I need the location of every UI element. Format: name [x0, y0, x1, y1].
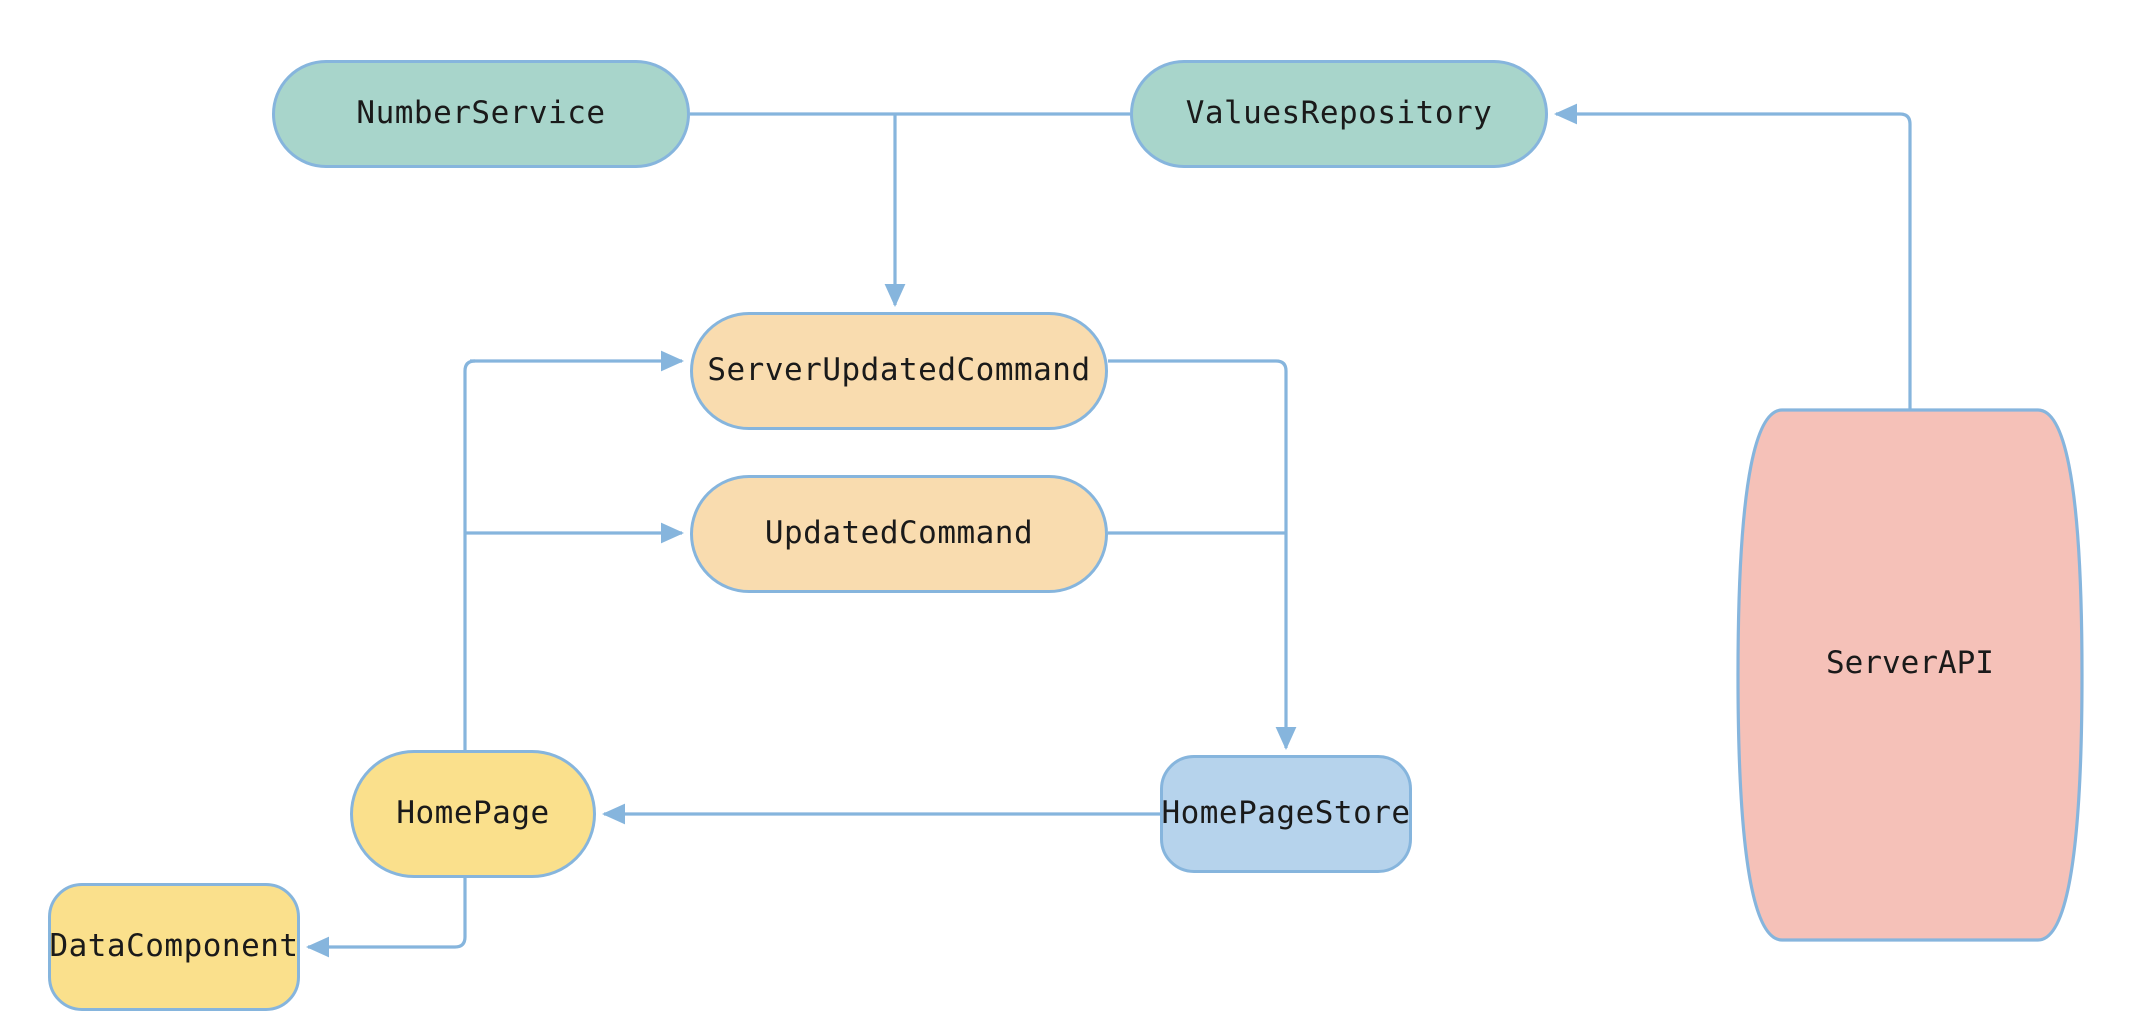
edge-homepage-riser	[463, 359, 476, 750]
node-serverupdatedcommand-label: ServerUpdatedCommand	[707, 352, 1091, 389]
edge-serverupdatedcommand-collector	[1108, 359, 1288, 533]
node-valuesrepository[interactable]: ValuesRepository	[1130, 60, 1548, 168]
node-homepage[interactable]: HomePage	[350, 750, 596, 878]
node-datacomponent[interactable]: DataComponent	[48, 883, 300, 1011]
node-datacomponent-label: DataComponent	[49, 928, 299, 965]
node-homepage-label: HomePage	[396, 795, 550, 832]
node-numberservice-label: NumberService	[356, 95, 606, 132]
node-homepagestore-label: HomePageStore	[1161, 795, 1411, 832]
edge-serverapi-valuesrepository	[1554, 103, 1912, 410]
node-numberservice[interactable]: NumberService	[272, 60, 690, 168]
edge-homepage-datacomponent	[306, 878, 467, 958]
node-serverupdatedcommand[interactable]: ServerUpdatedCommand	[690, 312, 1108, 430]
node-updatedcommand-label: UpdatedCommand	[764, 515, 1034, 552]
node-updatedcommand[interactable]: UpdatedCommand	[690, 475, 1108, 593]
serverapi-shape[interactable]	[1736, 408, 2084, 942]
node-valuesrepository-label: ValuesRepository	[1185, 95, 1493, 132]
node-serverapi-label: ServerAPI	[1826, 645, 1994, 681]
node-homepagestore[interactable]: HomePageStore	[1160, 755, 1412, 873]
